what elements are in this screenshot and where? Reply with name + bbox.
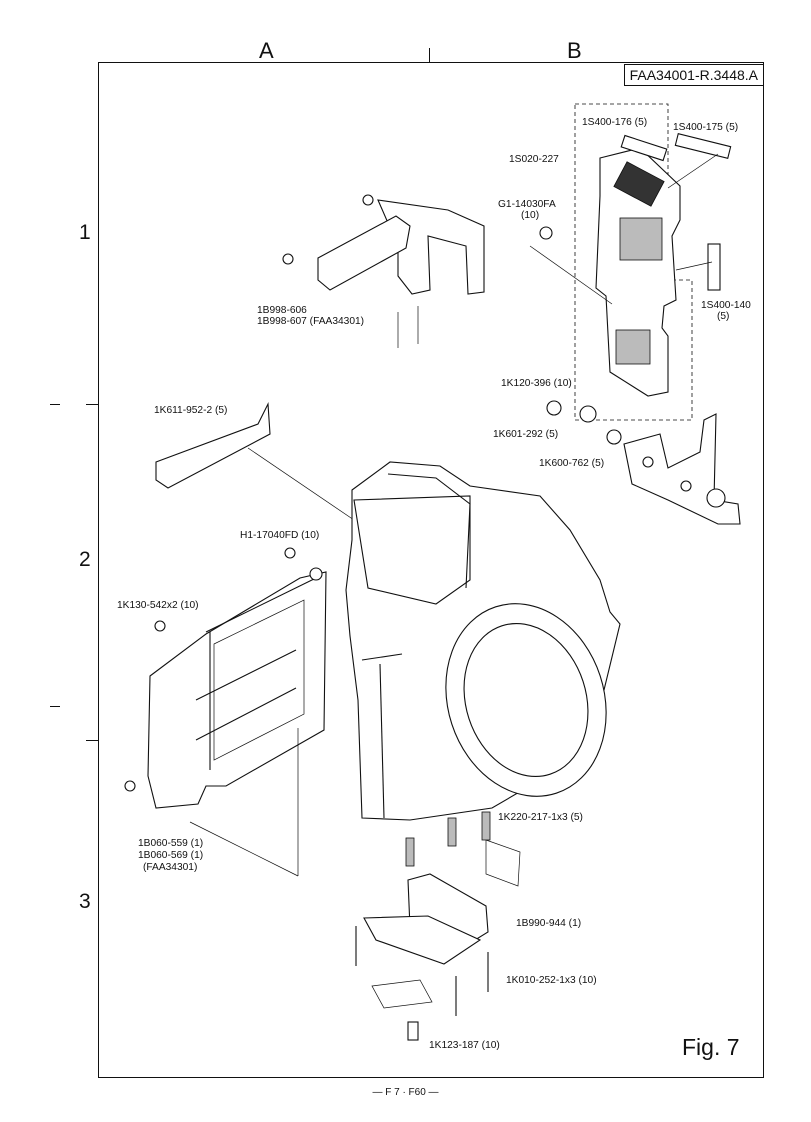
part-label: 1S400-175 (5) [673,122,739,133]
connector-1s400-176 [620,134,668,162]
screw-1k123 [407,1021,419,1041]
part-label: (5) [717,311,730,322]
part-label: 1B998-607 (FAA34301) [257,316,365,327]
part-label: (10) [521,210,540,221]
part-label: 1K601-292 (5) [493,429,559,440]
drawing-frame [98,62,764,1078]
part-label: 1S400-176 (5) [582,117,648,128]
part-label: 1K611-952-2 (5) [154,405,228,416]
part-label: 1K010-252-1x3 (10) [506,975,597,986]
punch-mark [50,706,60,708]
strip-1k611 [155,401,271,489]
row-divider-tick [86,404,99,406]
row-label-3: 3 [79,890,91,913]
row-label-2: 2 [79,548,91,571]
part-label: H1-17040FD (10) [240,530,320,541]
part-label: 1S020-227 [509,154,559,165]
part-label: 1K123-187 (10) [429,1040,500,1051]
column-divider-tick [429,48,431,62]
board-connector [613,161,665,207]
part-label: 1K600-762 (5) [539,458,605,469]
page-footer: — F 7 · F60 — [372,1087,439,1098]
part-label: 1K120-396 (10) [501,378,572,389]
part-label: G1-14030FA [498,199,556,210]
part-label: 1B990-944 (1) [516,918,582,929]
part-label: 1K130-542x2 (10) [117,600,199,611]
part-label: (FAA34301) [143,862,198,873]
bottom-plate [363,915,482,965]
part-label: 1B998-606 [257,305,307,316]
part-label: 1S400-140 [701,300,751,311]
lens-mount [445,603,607,797]
column-label-b: B [567,38,582,63]
row-label-1: 1 [79,221,91,244]
part-label: 1B060-569 (1) [138,850,204,861]
board-ic-chip [619,217,663,261]
column-label-a: A [259,38,274,63]
pcb-dashed-boundary [574,103,693,421]
row-divider-tick [86,740,99,742]
document-code: FAA34001-R.3448.A [623,64,764,86]
plate-1k600 [623,413,741,525]
part-label: 1B060-559 (1) [138,838,204,849]
shutter-unit [147,571,327,809]
figure-label: Fig. 7 [682,1034,740,1060]
connector-1s400-175 [674,132,732,160]
part-label: 1K220-217-1x3 (5) [498,812,583,823]
connector-1b998 [317,215,411,291]
connector-1s400-140 [707,243,721,291]
board-ic-chip [615,329,651,365]
punch-mark [50,404,60,406]
